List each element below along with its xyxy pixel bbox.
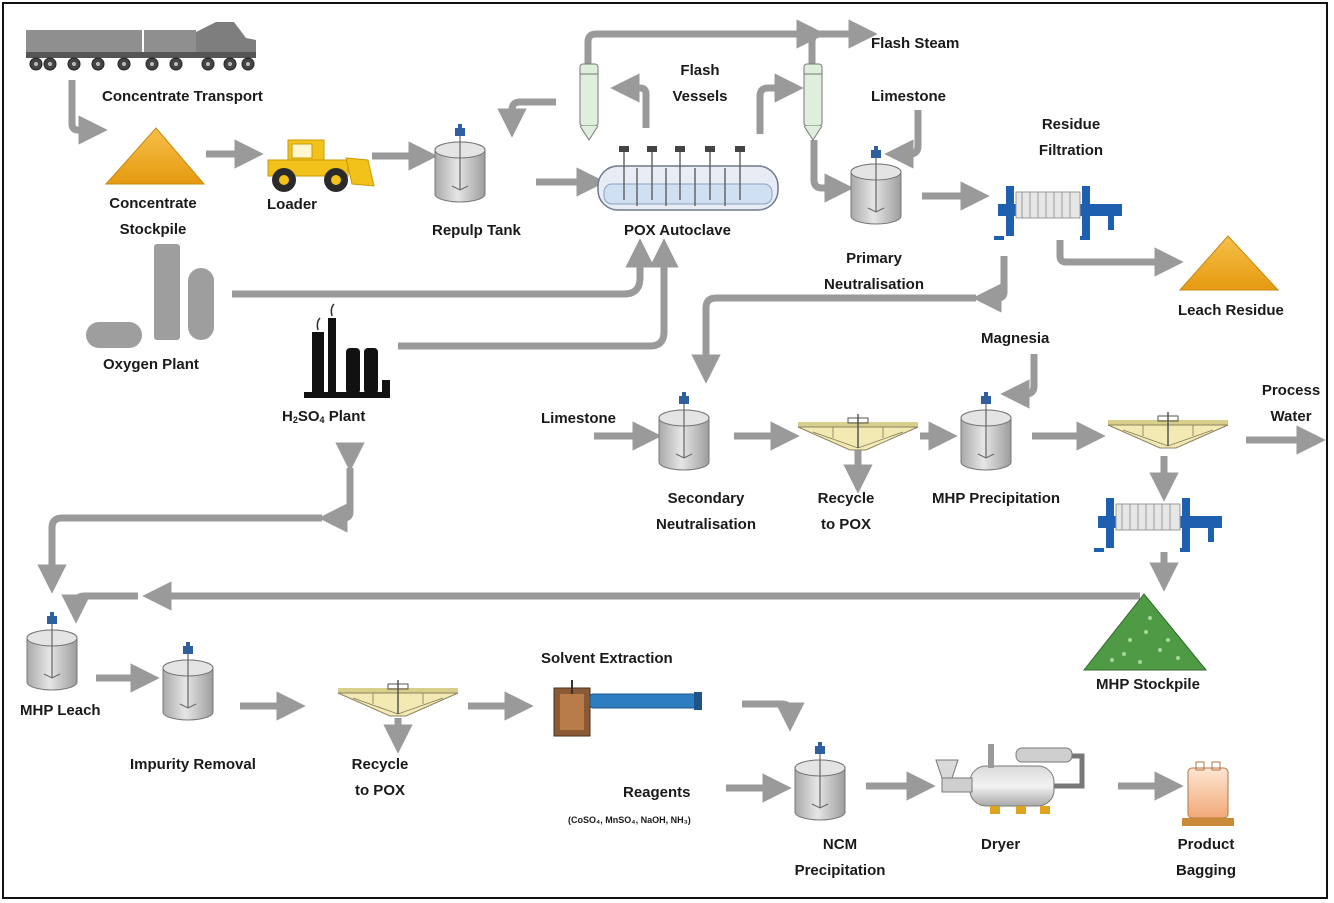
label-secondary-neutralisation-line2: Neutralisation bbox=[655, 516, 757, 533]
arrow-acid-to-autoclave bbox=[398, 238, 679, 350]
arrow-long-to-leach bbox=[37, 514, 322, 594]
arrow-limestone-to-primary bbox=[884, 110, 922, 169]
label-dryer: Dryer bbox=[981, 836, 1021, 853]
arrow-flash2-to-steam bbox=[808, 19, 878, 64]
primary-neutralisation-tank-icon bbox=[850, 145, 902, 225]
acid-so: SO bbox=[297, 408, 320, 425]
label-limestone-top: Limestone bbox=[871, 88, 947, 105]
arrow-autoclave-to-flash1 bbox=[610, 73, 650, 128]
truck-icon bbox=[26, 22, 256, 71]
label-process-water-line1: Process bbox=[1261, 382, 1321, 399]
label-leach-residue: Leach Residue bbox=[1178, 302, 1284, 319]
mhp-stockpile-icon bbox=[1082, 593, 1208, 671]
mhp-filter-press-icon bbox=[1093, 497, 1223, 553]
oxygen-plant-icon bbox=[86, 244, 214, 348]
solvent-extraction-icon bbox=[553, 680, 702, 737]
acid-h: H bbox=[282, 408, 293, 425]
arrow-sx-to-ncm bbox=[742, 700, 805, 732]
arrow-autoclave-to-flash2 bbox=[756, 73, 804, 134]
label-flash-steam: Flash Steam bbox=[871, 35, 960, 52]
flash-vessel-2-icon bbox=[803, 63, 823, 141]
arrow-flash1-to-steam bbox=[584, 19, 826, 64]
label-pox-autoclave: POX Autoclave bbox=[624, 222, 731, 239]
label-recycle-mid-line2: to POX bbox=[820, 516, 871, 533]
arrow-filter-to-secondary bbox=[972, 256, 1008, 313]
label-reagents: Reagents bbox=[623, 784, 691, 801]
label-ncm-line2: Precipitation bbox=[794, 862, 886, 879]
label-repulp-tank: Repulp Tank bbox=[432, 222, 521, 239]
acid-sub-2: 2 bbox=[292, 415, 298, 425]
label-primary-neutralisation-line1: Primary bbox=[846, 250, 902, 267]
label-mhp-leach: MHP Leach bbox=[20, 702, 101, 719]
label-recycle-to-pox-low: Recycle to POX bbox=[340, 752, 420, 804]
leach-residue-icon bbox=[1178, 235, 1280, 291]
loader-icon bbox=[267, 139, 375, 192]
label-secondary-neutralisation-line1: Secondary bbox=[667, 490, 745, 507]
label-flash-vessels: Flash Vessels bbox=[664, 58, 736, 110]
thickener-impurity-icon bbox=[337, 679, 459, 717]
arrow-flash-to-repulp bbox=[497, 98, 556, 138]
label-product-bagging-line1: Product bbox=[1177, 836, 1235, 853]
label-primary-neutralisation: Primary Neutralisation bbox=[808, 246, 940, 298]
label-recycle-low-line1: Recycle bbox=[351, 756, 409, 773]
label-ncm-precipitation: NCM Precipitation bbox=[780, 832, 900, 884]
label-ncm-line1: NCM bbox=[822, 836, 858, 853]
thickener-mhp-icon bbox=[1107, 411, 1229, 449]
dryer-icon bbox=[935, 744, 1085, 814]
label-limestone-mid: Limestone bbox=[541, 410, 617, 427]
acid-plant-word: Plant bbox=[324, 408, 366, 425]
arrow-oxygen-to-autoclave bbox=[232, 238, 655, 298]
label-concentrate-stockpile: Concentrate Stockpile bbox=[98, 191, 208, 243]
label-concentrate-stockpile-line2: Stockpile bbox=[119, 221, 187, 238]
label-flash-vessels-line2: Vessels bbox=[672, 88, 728, 105]
label-loader: Loader bbox=[267, 196, 318, 213]
label-reagents-list: (CoSO₄, MnSO₄, NaOH, NH₃) bbox=[568, 815, 691, 825]
arrow-flash2-to-primary bbox=[810, 140, 854, 203]
label-recycle-to-pox-mid: Recycle to POX bbox=[806, 486, 886, 538]
label-impurity-removal: Impurity Removal bbox=[130, 756, 256, 773]
mhp-precipitation-tank-icon bbox=[960, 391, 1012, 471]
label-oxygen-plant: Oxygen Plant bbox=[103, 356, 199, 373]
label-residue-filtration: Residue Filtration bbox=[1026, 112, 1116, 164]
impurity-removal-tank-icon bbox=[162, 641, 214, 721]
ncm-precipitation-tank-icon bbox=[794, 741, 846, 821]
label-product-bagging: Product Bagging bbox=[1166, 832, 1246, 884]
arrow-truck-to-stockpile bbox=[68, 80, 108, 145]
label-product-bagging-line2: Bagging bbox=[1176, 862, 1236, 879]
label-primary-neutralisation-line2: Neutralisation bbox=[823, 276, 925, 293]
label-concentrate-transport: Concentrate Transport bbox=[102, 88, 263, 105]
product-bag-icon bbox=[1182, 761, 1234, 826]
label-process-water: Process Water bbox=[1256, 378, 1326, 430]
label-recycle-mid-line1: Recycle bbox=[817, 490, 875, 507]
thickener-secondary-icon bbox=[797, 413, 919, 451]
acid-sub-4: 4 bbox=[319, 415, 325, 425]
arrow-filter-to-residue bbox=[1056, 240, 1184, 277]
flash-vessel-1-icon bbox=[579, 63, 599, 141]
label-magnesia: Magnesia bbox=[981, 330, 1050, 347]
repulp-tank-icon bbox=[434, 123, 486, 203]
arrow-magnesia-to-mhp bbox=[1000, 354, 1038, 409]
arrow-primary-down-to-secondary bbox=[691, 294, 976, 384]
pox-autoclave-icon bbox=[597, 146, 779, 211]
secondary-neutralisation-tank-icon bbox=[658, 391, 710, 471]
label-residue-filtration-line2: Filtration bbox=[1038, 142, 1104, 159]
label-process-water-line2: Water bbox=[1270, 408, 1312, 425]
acid-plant-icon bbox=[304, 303, 390, 398]
arrow-acid-to-leach bbox=[318, 468, 354, 533]
label-residue-filtration-line1: Residue bbox=[1041, 116, 1101, 133]
label-h2so4-plant: H2SO4 Plant bbox=[282, 404, 365, 433]
label-flash-vessels-line1: Flash bbox=[680, 62, 720, 79]
arrow-return-to-leach bbox=[61, 592, 138, 624]
residue-filter-press-icon bbox=[993, 185, 1123, 241]
mhp-leach-tank-icon bbox=[26, 611, 78, 691]
label-concentrate-stockpile-line1: Concentrate bbox=[109, 195, 197, 212]
label-mhp-precipitation: MHP Precipitation bbox=[932, 490, 1061, 507]
label-solvent-extraction: Solvent Extraction bbox=[541, 650, 673, 667]
concentrate-stockpile-icon bbox=[104, 127, 206, 185]
label-mhp-stockpile: MHP Stockpile bbox=[1096, 676, 1200, 693]
label-recycle-low-line2: to POX bbox=[354, 782, 405, 799]
label-secondary-neutralisation: Secondary Neutralisation bbox=[640, 486, 772, 538]
